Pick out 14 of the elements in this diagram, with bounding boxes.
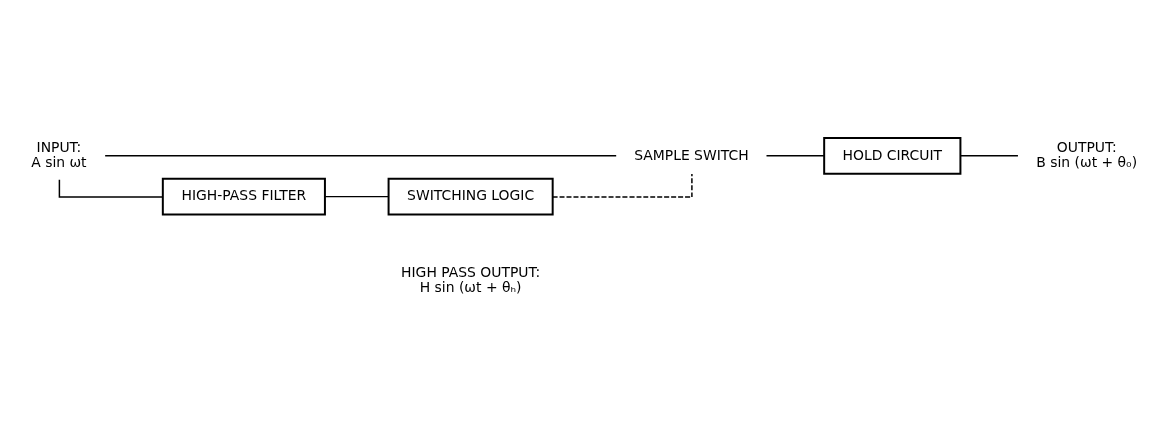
node-text: OUTPUT: B sin (ωt + θ₀) bbox=[1036, 139, 1138, 170]
node-text: INPUT: A sin ωt bbox=[31, 139, 87, 170]
connector bbox=[551, 173, 693, 198]
node-box: HOLD CIRCUIT bbox=[823, 136, 962, 175]
node-box: SWITCHING LOGIC bbox=[387, 177, 554, 216]
label: H sin (ωt + θₕ) bbox=[419, 279, 522, 296]
connector bbox=[765, 155, 825, 157]
node-box: HIGH-PASS FILTER bbox=[161, 177, 326, 216]
connector bbox=[324, 195, 390, 198]
node-text: SAMPLE SWITCH bbox=[634, 146, 749, 163]
connector bbox=[104, 155, 617, 157]
connector bbox=[58, 179, 164, 198]
label: HIGH PASS OUTPUT: bbox=[401, 264, 541, 281]
connector bbox=[959, 155, 1019, 157]
